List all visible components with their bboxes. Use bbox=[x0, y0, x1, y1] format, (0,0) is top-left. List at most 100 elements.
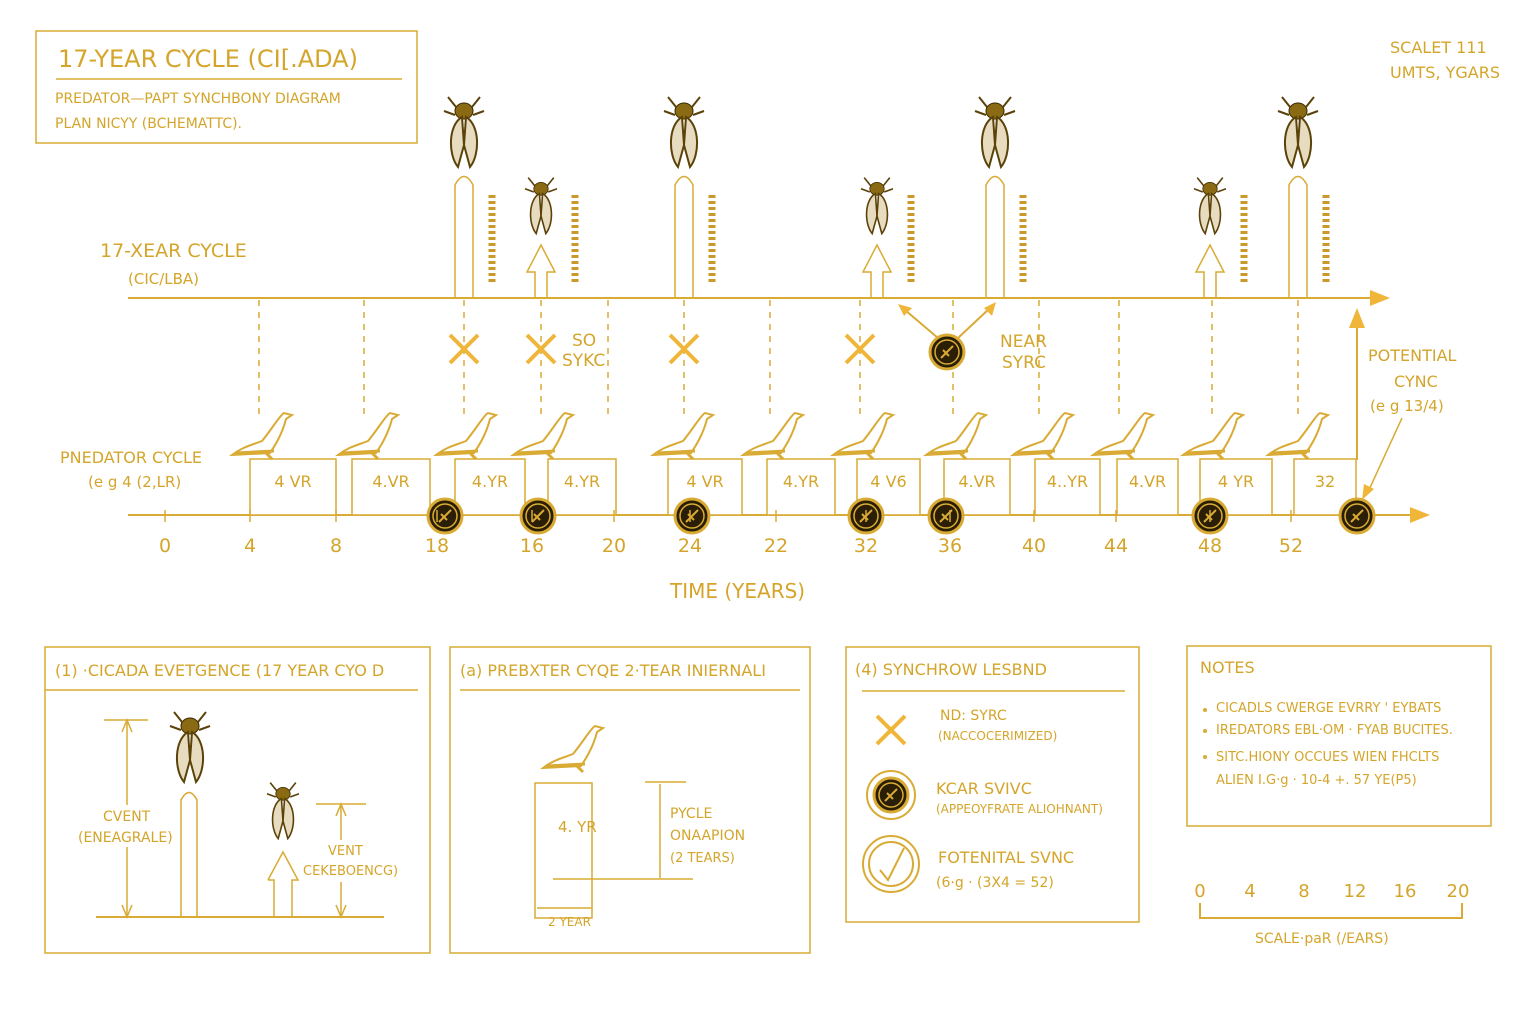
axis-tick-label: 22 bbox=[764, 535, 788, 557]
predator-bird-icon bbox=[1091, 411, 1155, 461]
legend-title: (4) SYNCHROW LESBND bbox=[855, 660, 1047, 679]
legend-sublabel: (APPEOYFRATE ALIOHNANT) bbox=[936, 802, 1103, 816]
predator-cycle-box bbox=[1293, 458, 1357, 516]
emergence-pillar bbox=[454, 175, 474, 298]
no-sync-label: SYKC bbox=[562, 351, 605, 371]
scale-bar-tick: 12 bbox=[1344, 881, 1367, 902]
near-sync-icon bbox=[866, 770, 916, 820]
emergence-arrow bbox=[1194, 243, 1226, 298]
axis-tick-label: 18 bbox=[425, 535, 449, 557]
predator-cycle-box bbox=[547, 458, 617, 516]
axis-tick-label: 16 bbox=[520, 535, 544, 557]
axis-tick-label: 4 bbox=[244, 535, 256, 557]
year-width-label: 2 YEAR bbox=[548, 915, 591, 929]
cycle-box-label: 4. YR bbox=[558, 818, 597, 836]
axis-tick-label: 44 bbox=[1104, 535, 1128, 557]
emergence-arrow bbox=[861, 243, 893, 298]
cycle-duration-label: PYCLE bbox=[670, 806, 712, 822]
cicada-icon bbox=[974, 96, 1016, 168]
event-label: VENT bbox=[328, 844, 363, 859]
predator-bird-icon bbox=[651, 411, 715, 461]
predator-cycle-label: 4.VR bbox=[1129, 472, 1166, 491]
cicada-icon bbox=[524, 176, 558, 235]
event-label: (ENEAGRALE) bbox=[78, 830, 173, 846]
predator-cycle-box bbox=[454, 458, 526, 516]
predator-bird-icon bbox=[1266, 411, 1330, 461]
predator-cycle-box bbox=[351, 458, 431, 516]
emergence-pillar bbox=[985, 175, 1005, 298]
predator-cycle-box bbox=[1116, 458, 1179, 516]
predator-bird-icon bbox=[511, 411, 575, 461]
cicada-row-label: 17-XEAR CYCLE bbox=[100, 240, 247, 262]
event-label: CVENT bbox=[103, 809, 151, 825]
scale-bar-tick: 4 bbox=[1244, 881, 1255, 902]
panel-title: (a) PREBXTER CYQE 2·TEAR INIERNALI bbox=[460, 661, 766, 680]
predator-bird-icon bbox=[336, 411, 400, 461]
potential-sync-label: POTENTIAL bbox=[1368, 346, 1457, 365]
emergence-pillar bbox=[1288, 175, 1308, 298]
note-item: IREDATORS EBL·OM · FYAB BUCITES. bbox=[1216, 723, 1453, 738]
sync-disc-icon bbox=[1338, 497, 1376, 535]
no-sync-label: SO bbox=[572, 331, 596, 351]
near-sync-marker bbox=[898, 302, 996, 371]
predator-cycle-label: 4.YR bbox=[564, 472, 600, 491]
cicada-icon bbox=[663, 96, 705, 168]
axis-tick-label: 32 bbox=[854, 535, 878, 557]
notes-title: NOTES bbox=[1200, 658, 1255, 677]
axis-tick-label: 40 bbox=[1022, 535, 1046, 557]
note-item: ALIEN I.G·g · 10-4 +. 57 YE(P5) bbox=[1216, 773, 1417, 788]
predator-cycle-label: 32 bbox=[1315, 472, 1335, 491]
panel-title: (1) ·CICADA EVETGENCE (17 YEAR CYO D bbox=[55, 661, 384, 680]
predator-cycle-label: 4 V6 bbox=[870, 472, 906, 491]
axis-tick-label: 48 bbox=[1198, 535, 1222, 557]
sync-disc-icon bbox=[519, 497, 557, 535]
potential-sync-label: (e g 13/4) bbox=[1370, 397, 1444, 415]
predator-cycle-label: 4.VR bbox=[372, 472, 409, 491]
title-box: 17-YEAR CYCLE (CI[.ADA) PREDATOR—PAPT SY… bbox=[35, 30, 418, 144]
cycle-duration-label: ONAAPION bbox=[670, 828, 745, 844]
cicada-icon bbox=[1193, 176, 1227, 235]
predator-cycle-label: 4.VR bbox=[958, 472, 995, 491]
scale-bar-tick: 0 bbox=[1194, 881, 1205, 902]
scale-bar-tick: 8 bbox=[1298, 881, 1309, 902]
predator-bird-icon bbox=[924, 411, 988, 461]
predator-row-label: PNEDATOR CYCLE bbox=[60, 448, 202, 467]
predator-bird-icon bbox=[741, 411, 805, 461]
near-sync-label: NEAR bbox=[1000, 332, 1047, 352]
scale-bar-label: SCALE·paR (/EARS) bbox=[1255, 931, 1389, 947]
cicada-icon bbox=[443, 96, 485, 168]
cicada-axis bbox=[128, 290, 1390, 306]
emergence-arrow bbox=[525, 243, 557, 298]
axis-tick-label: 24 bbox=[678, 535, 702, 557]
axis-tick-label: 20 bbox=[602, 535, 626, 557]
predator-cycle-label: 4 VR bbox=[686, 472, 723, 491]
cycle-duration-label: (2 TEARS) bbox=[670, 851, 735, 866]
legend-sublabel: (NACCOCERIMIZED) bbox=[938, 729, 1057, 743]
cicada-icon bbox=[1277, 96, 1319, 168]
predator-bird-icon bbox=[1011, 411, 1075, 461]
potential-sync-arrow bbox=[1349, 308, 1403, 500]
cicada-icon bbox=[860, 176, 894, 235]
cicada-row-sublabel: (CIC/LBA) bbox=[128, 270, 199, 288]
time-axis-title: TIME (YEARS) bbox=[669, 579, 805, 603]
axis-tick-label: 36 bbox=[938, 535, 962, 557]
diagram-subtitle: PREDATOR—PAPT SYNCHBONY DIAGRAM bbox=[55, 91, 341, 107]
scale-bar-tick: 20 bbox=[1447, 881, 1470, 902]
sync-disc-icon bbox=[426, 497, 464, 535]
scale-note: SCALET 111 bbox=[1390, 38, 1487, 57]
predator-cycle-label: 4 VR bbox=[274, 472, 311, 491]
emergence-pillar bbox=[674, 175, 694, 298]
note-item: CICADLS CWERGE EVRRY ' EYBATS bbox=[1216, 701, 1441, 716]
panel-predator-cycle: (a) PREBXTER CYQE 2·TEAR INIERNALI 4. YR… bbox=[449, 646, 811, 954]
potential-sync-label: CYNC bbox=[1394, 372, 1438, 391]
predator-bird-icon bbox=[831, 411, 895, 461]
event-label: CEKEBOENCG) bbox=[303, 864, 398, 879]
predator-bird-icon bbox=[230, 411, 294, 461]
sync-disc-icon bbox=[673, 497, 711, 535]
potential-sync-icon bbox=[862, 835, 920, 893]
sync-disc-icon bbox=[927, 497, 965, 535]
predator-cycle-box bbox=[1034, 458, 1101, 516]
axis-tick-label: 0 bbox=[159, 535, 171, 557]
axis-tick-label: 8 bbox=[330, 535, 342, 557]
